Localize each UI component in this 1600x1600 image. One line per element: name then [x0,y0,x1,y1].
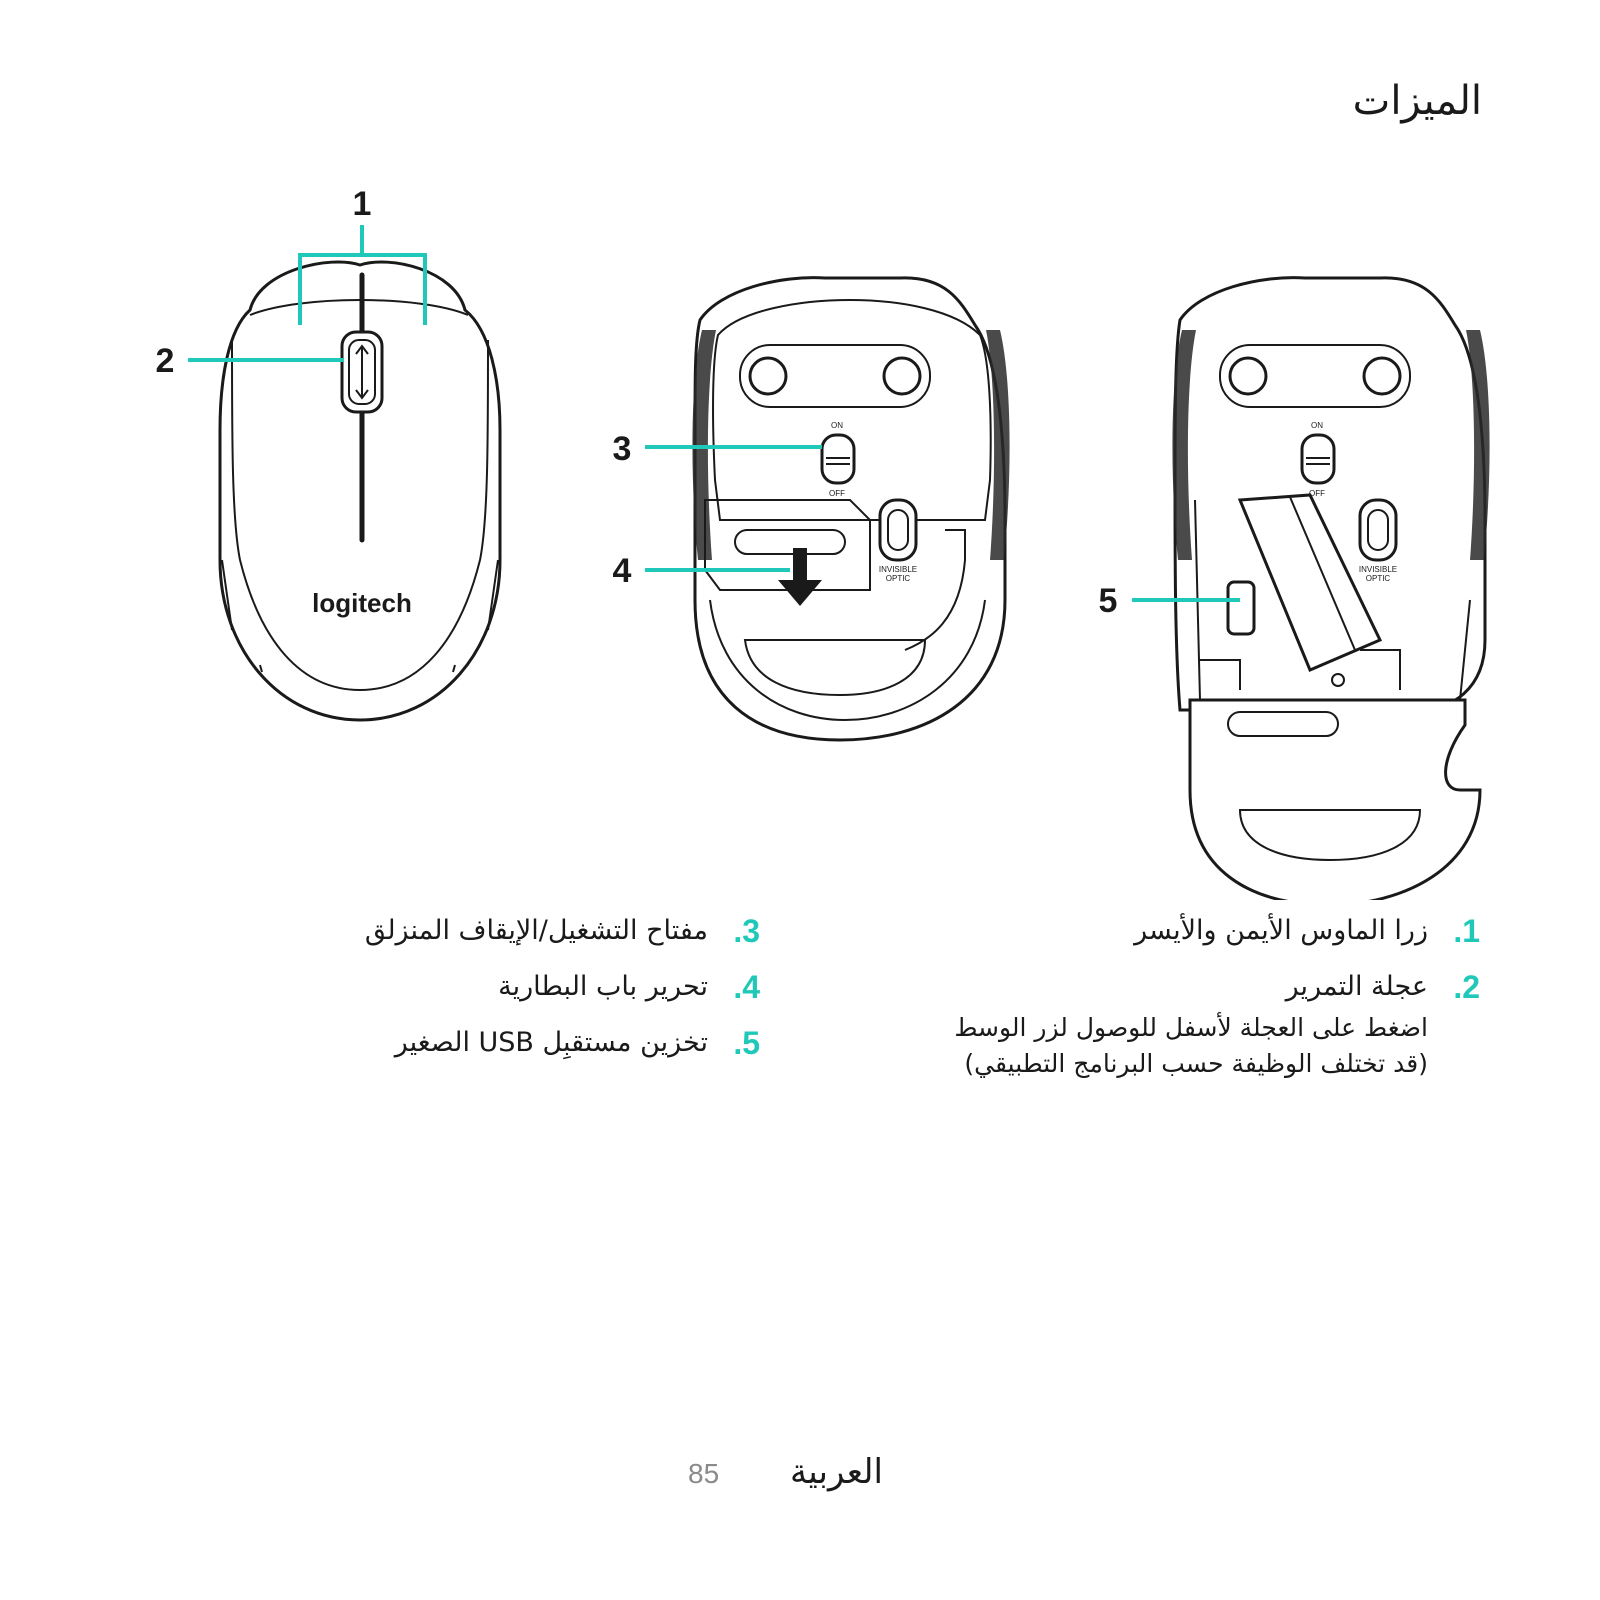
legend-text: زرا الماوس الأيمن والأيسر [1134,915,1428,946]
arrow-down-icon [778,548,822,606]
svg-text:OFF: OFF [1309,489,1325,498]
mouse-bottom-view-open: ON OFF INVISIBLE OPTIC [1172,276,1490,900]
legend-text: مفتاح التشغيل/الإيقاف المنزلق [364,915,708,946]
svg-text:1: 1 [353,185,372,223]
legend-number: .2 [1453,969,1480,1005]
callout-2: 2 [156,342,344,380]
svg-text:INVISIBLE: INVISIBLE [879,565,917,574]
callout-1: 1 [298,185,427,325]
battery-icon [1237,493,1383,672]
page-footer: 85 العربية [0,1452,1600,1512]
page-heading: الميزات [1352,78,1482,124]
arrow-scroll-icon [355,344,369,400]
legend-number: .4 [733,969,760,1005]
svg-text:2: 2 [156,342,175,380]
legend-text: تحرير باب البطارية [498,971,708,1002]
legend-right-column: .1 زرا الماوس الأيمن والأيسر .2 عجلة الت… [920,908,1480,1092]
usb-receiver [1226,580,1256,636]
callout-5: 5 [1099,582,1240,620]
callout-4: 4 [613,552,790,590]
legend-item-5: .5 تخزين مستقبِل USB الصغير [260,1020,760,1066]
svg-text:OPTIC: OPTIC [1366,574,1391,583]
legend-item-2: .2 عجلة التمرير اضغط على العجلة لأسفل لل… [920,964,1480,1082]
mouse-top-view: logitech [218,260,502,722]
legend-number: .3 [733,913,760,949]
legend-description: اضغط على العجلة لأسفل للوصول لزر الوسط [954,1013,1428,1042]
legend-item-3: .3 مفتاح التشغيل/الإيقاف المنزلق [260,908,760,954]
mouse-illustrations: logitech 1 2 ON OFF [156,185,1490,900]
legend-number: .1 [1453,913,1480,949]
mouse-bottom-view-closed: ON OFF INVISIBLE OPTIC [692,276,1010,742]
svg-text:4: 4 [613,552,632,590]
svg-text:OPTIC: OPTIC [886,574,911,583]
legend-description: (قد تختلف الوظيفة حسب البرنامج التطبيقي) [964,1049,1428,1078]
footer-language: العربية [790,1452,883,1492]
legend-item-4: .4 تحرير باب البطارية [260,964,760,1010]
svg-text:3: 3 [613,430,632,468]
svg-text:ON: ON [1311,421,1323,430]
callout-3: 3 [613,430,822,468]
svg-text:OFF: OFF [829,489,845,498]
legend-text: تخزين مستقبِل USB الصغير [394,1027,708,1058]
svg-text:INVISIBLE: INVISIBLE [1359,565,1397,574]
svg-text:5: 5 [1099,582,1118,620]
legend-text: عجلة التمرير [1285,971,1428,1002]
page-number: 85 [688,1458,720,1489]
svg-text:ON: ON [831,421,843,430]
legend-number: .5 [733,1025,760,1061]
legend-left-column: .3 مفتاح التشغيل/الإيقاف المنزلق .4 تحري… [260,908,760,1076]
logitech-logo: logitech [312,588,412,618]
legend-item-1: .1 زرا الماوس الأيمن والأيسر [920,908,1480,954]
